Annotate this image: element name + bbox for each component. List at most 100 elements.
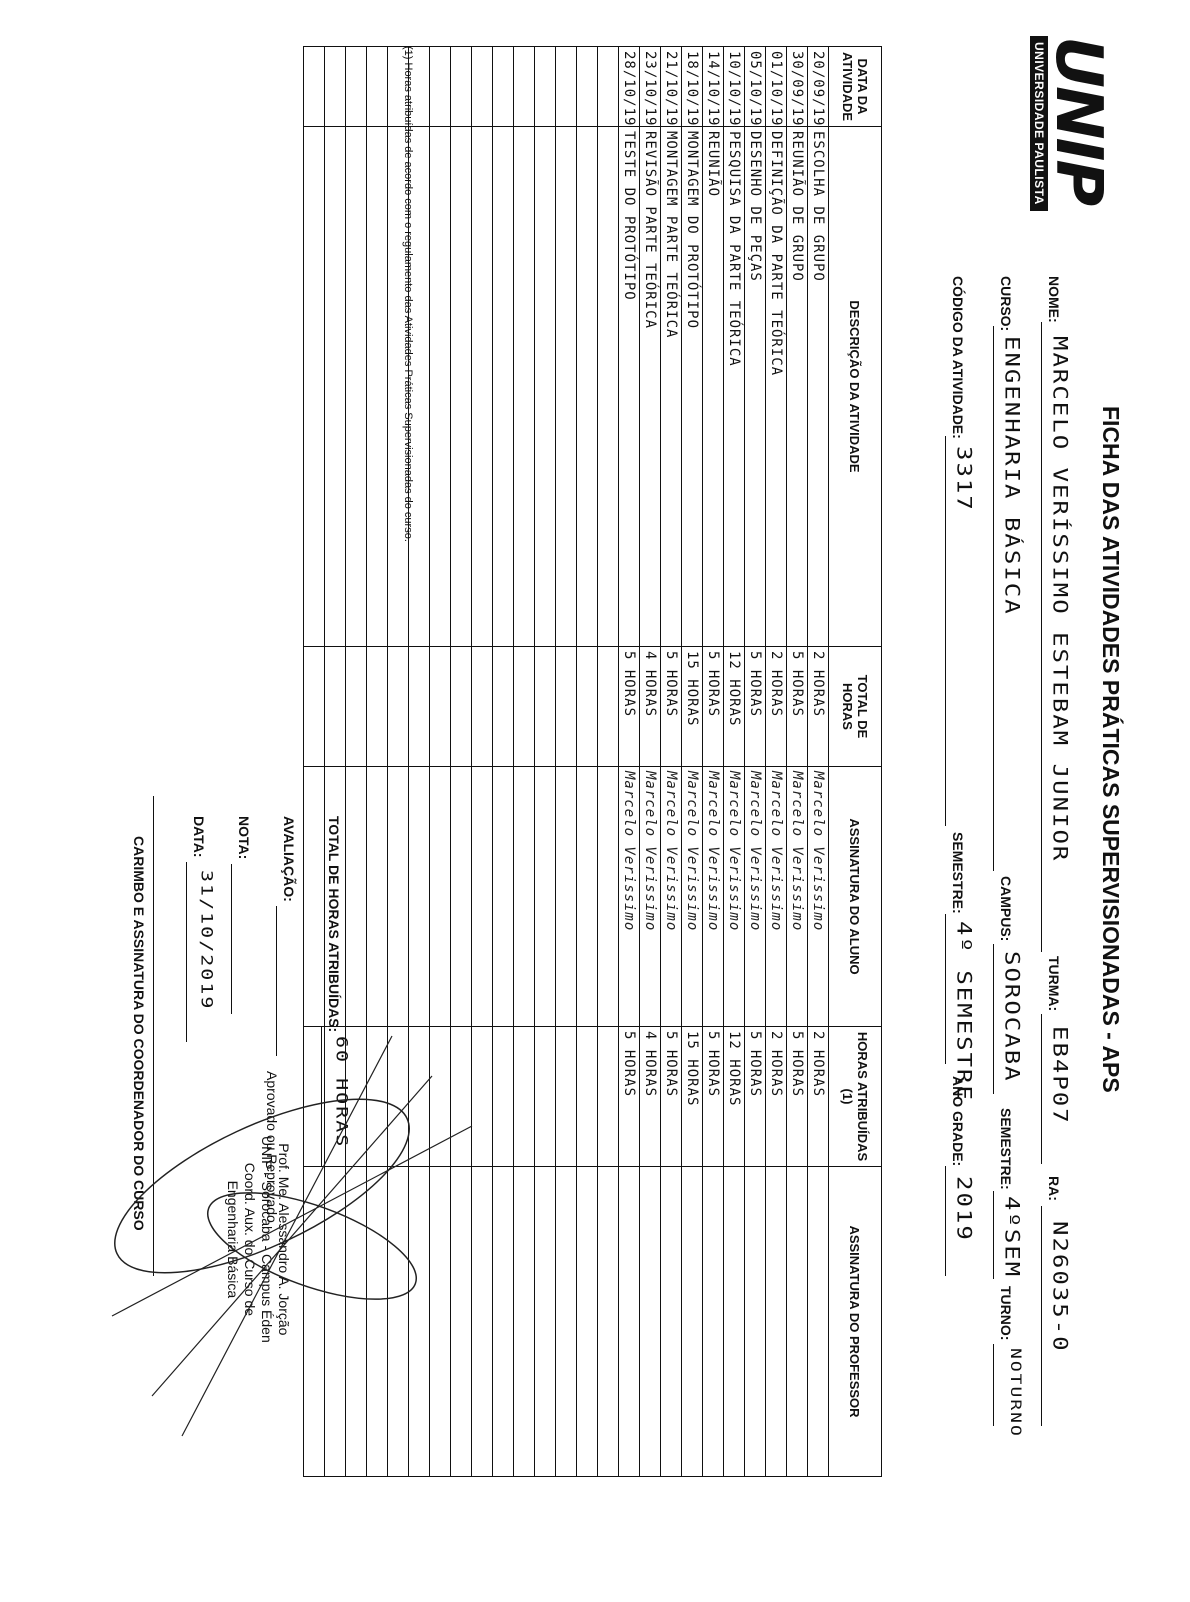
cell-date[interactable]: 01/10/19 <box>765 46 787 127</box>
cell-attributed-hours[interactable]: 5 HORAS <box>660 1026 682 1167</box>
cell-student-signature[interactable]: Marcelo Verissimo <box>681 766 703 1027</box>
empty-cell[interactable] <box>429 46 451 127</box>
cell-date[interactable]: 21/10/19 <box>660 46 682 127</box>
cell-professor-signature[interactable] <box>723 1166 745 1477</box>
empty-cell[interactable] <box>450 126 472 647</box>
empty-cell[interactable] <box>555 46 577 127</box>
cell-attributed-hours[interactable]: 15 HORAS <box>681 1026 703 1167</box>
empty-cell[interactable] <box>513 766 535 1027</box>
semestre-value[interactable]: 4ºSEM <box>1000 1196 1024 1279</box>
empty-cell[interactable] <box>534 1166 556 1477</box>
empty-cell[interactable] <box>576 1166 598 1477</box>
empty-cell[interactable] <box>597 126 619 647</box>
empty-cell[interactable] <box>429 646 451 767</box>
empty-cell[interactable] <box>450 46 472 127</box>
empty-cell[interactable] <box>555 646 577 767</box>
empty-cell[interactable] <box>408 766 430 1027</box>
cell-professor-signature[interactable] <box>807 1166 829 1477</box>
empty-cell[interactable] <box>408 646 430 767</box>
empty-cell[interactable] <box>492 766 514 1027</box>
data-value[interactable]: 31/10/2019 <box>197 870 217 1011</box>
empty-cell[interactable] <box>450 646 472 767</box>
empty-cell[interactable] <box>513 1026 535 1167</box>
empty-cell[interactable] <box>366 766 388 1027</box>
empty-cell[interactable] <box>366 646 388 767</box>
nome-value[interactable]: MARCELO VERÍSSIMO ESTEBAM JUNIOR <box>1048 336 1072 863</box>
empty-cell[interactable] <box>324 46 346 127</box>
cell-description[interactable]: REUNIÃO <box>702 126 724 647</box>
cell-professor-signature[interactable] <box>786 1166 808 1477</box>
cell-attributed-hours[interactable]: 5 HORAS <box>786 1026 808 1167</box>
empty-cell[interactable] <box>471 126 493 647</box>
ano-grade-value[interactable]: 2019 <box>952 1176 976 1242</box>
cell-description[interactable]: PESQUISA DA PARTE TEÓRICA <box>723 126 745 647</box>
empty-cell[interactable] <box>555 1026 577 1167</box>
empty-cell[interactable] <box>471 646 493 767</box>
turno-value[interactable]: NOTURNO <box>1007 1348 1024 1438</box>
cell-description[interactable]: DESENHO DE PEÇAS <box>744 126 766 647</box>
cell-description[interactable]: TESTE DO PROTÓTIPO <box>618 126 640 647</box>
cell-student-signature[interactable]: Marcelo Verissimo <box>744 766 766 1027</box>
cell-attributed-hours[interactable]: 4 HORAS <box>639 1026 661 1167</box>
empty-cell[interactable] <box>597 766 619 1027</box>
empty-cell[interactable] <box>387 766 409 1027</box>
cell-student-signature[interactable]: Marcelo Verissimo <box>639 766 661 1027</box>
cell-date[interactable]: 18/10/19 <box>681 46 703 127</box>
empty-cell[interactable] <box>576 126 598 647</box>
empty-cell[interactable] <box>303 46 325 127</box>
cell-professor-signature[interactable] <box>765 1166 787 1477</box>
empty-cell[interactable] <box>345 126 367 647</box>
empty-cell[interactable] <box>576 766 598 1027</box>
empty-cell[interactable] <box>492 46 514 127</box>
cell-total-hours[interactable]: 5 HORAS <box>702 646 724 767</box>
empty-cell[interactable] <box>513 46 535 127</box>
cell-date[interactable]: 20/09/19 <box>807 46 829 127</box>
cell-total-hours[interactable]: 12 HORAS <box>723 646 745 767</box>
cell-total-hours[interactable]: 5 HORAS <box>786 646 808 767</box>
empty-cell[interactable] <box>366 46 388 127</box>
empty-cell[interactable] <box>576 46 598 127</box>
empty-cell[interactable] <box>597 46 619 127</box>
cell-description[interactable]: ESCOLHA DE GRUPO <box>807 126 829 647</box>
cell-professor-signature[interactable] <box>639 1166 661 1477</box>
cell-student-signature[interactable]: Marcelo Verissimo <box>723 766 745 1027</box>
cell-student-signature[interactable]: Marcelo Verissimo <box>618 766 640 1027</box>
cell-student-signature[interactable]: Marcelo Verissimo <box>786 766 808 1027</box>
cell-student-signature[interactable]: Marcelo Verissimo <box>660 766 682 1027</box>
empty-cell[interactable] <box>492 646 514 767</box>
empty-cell[interactable] <box>345 646 367 767</box>
empty-cell[interactable] <box>597 1166 619 1477</box>
cell-attributed-hours[interactable]: 5 HORAS <box>744 1026 766 1167</box>
empty-cell[interactable] <box>534 126 556 647</box>
empty-cell[interactable] <box>555 766 577 1027</box>
empty-cell[interactable] <box>597 1026 619 1167</box>
cell-attributed-hours[interactable]: 2 HORAS <box>807 1026 829 1167</box>
empty-cell[interactable] <box>576 1026 598 1167</box>
codigo-value[interactable]: 3317 <box>952 446 976 512</box>
cell-student-signature[interactable]: Marcelo Verissimo <box>702 766 724 1027</box>
cell-date[interactable]: 05/10/19 <box>744 46 766 127</box>
cell-description[interactable]: MONTAGEM PARTE TEÓRICA <box>660 126 682 647</box>
cell-total-hours[interactable]: 15 HORAS <box>681 646 703 767</box>
cell-total-hours[interactable]: 5 HORAS <box>660 646 682 767</box>
cell-date[interactable]: 23/10/19 <box>639 46 661 127</box>
empty-cell[interactable] <box>534 1026 556 1167</box>
turma-value[interactable]: EB4P07 <box>1048 1026 1072 1125</box>
empty-cell[interactable] <box>429 766 451 1027</box>
cell-professor-signature[interactable] <box>744 1166 766 1477</box>
empty-cell[interactable] <box>345 46 367 127</box>
cell-total-hours[interactable]: 5 HORAS <box>618 646 640 767</box>
cell-total-hours[interactable]: 2 HORAS <box>765 646 787 767</box>
cell-student-signature[interactable]: Marcelo Verissimo <box>765 766 787 1027</box>
empty-cell[interactable] <box>471 46 493 127</box>
empty-cell[interactable] <box>555 126 577 647</box>
empty-cell[interactable] <box>303 766 325 1027</box>
empty-cell[interactable] <box>513 1166 535 1477</box>
cell-date[interactable]: 28/10/19 <box>618 46 640 127</box>
cell-attributed-hours[interactable]: 5 HORAS <box>618 1026 640 1167</box>
empty-cell[interactable] <box>471 766 493 1027</box>
empty-cell[interactable] <box>534 46 556 127</box>
campus-value[interactable]: SOROCABA <box>1000 951 1024 1083</box>
empty-cell[interactable] <box>492 126 514 647</box>
cell-total-hours[interactable]: 5 HORAS <box>744 646 766 767</box>
